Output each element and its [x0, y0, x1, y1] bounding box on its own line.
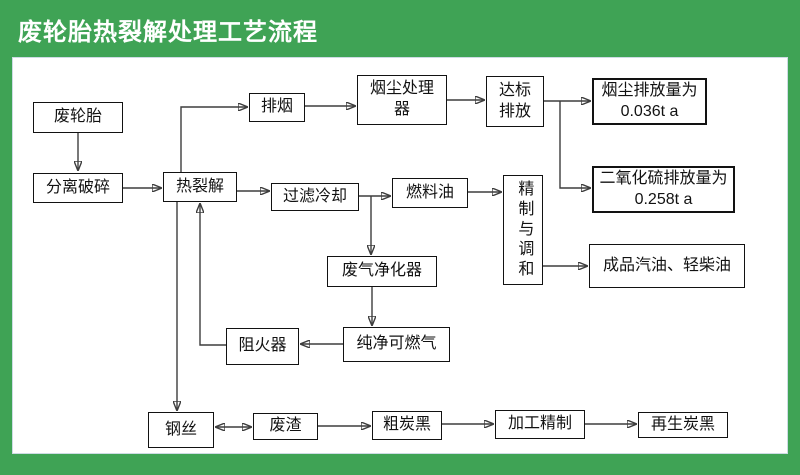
node-separation-crushing: 分离破碎 [33, 173, 123, 203]
node-waste-residue: 废渣 [253, 413, 318, 440]
node-pyrolysis: 热裂解 [163, 172, 237, 202]
node-flame-arrester: 阻火器 [226, 328, 299, 365]
node-standard-emission: 达标排放 [486, 76, 544, 127]
node-dust-processor: 烟尘处理器 [357, 75, 447, 125]
node-regenerated-carbon-black: 再生炭黑 [638, 412, 728, 438]
node-fuel-oil: 燃料油 [392, 178, 468, 208]
node-refining-blending: 精制与调和 [503, 175, 543, 285]
node-gas-purifier: 废气净化器 [327, 256, 437, 287]
node-waste-tire: 废轮胎 [33, 102, 123, 133]
node-so2-emission-value: 二氧化硫排放量为 0.258t a [592, 166, 735, 213]
node-filter-cooling: 过滤冷却 [271, 183, 359, 211]
node-pure-combustible-gas: 纯净可燃气 [343, 327, 450, 362]
node-smoke-exhaust: 排烟 [249, 93, 305, 122]
node-dust-emission-value: 烟尘排放量为 0.036t a [592, 78, 707, 125]
node-finished-oils: 成品汽油、轻柴油 [589, 244, 745, 288]
node-processing-refining: 加工精制 [495, 410, 585, 439]
node-steel-wire: 钢丝 [148, 412, 214, 448]
node-crude-carbon-black: 粗炭黑 [372, 411, 442, 440]
page-title: 废轮胎热裂解处理工艺流程 [18, 19, 318, 46]
